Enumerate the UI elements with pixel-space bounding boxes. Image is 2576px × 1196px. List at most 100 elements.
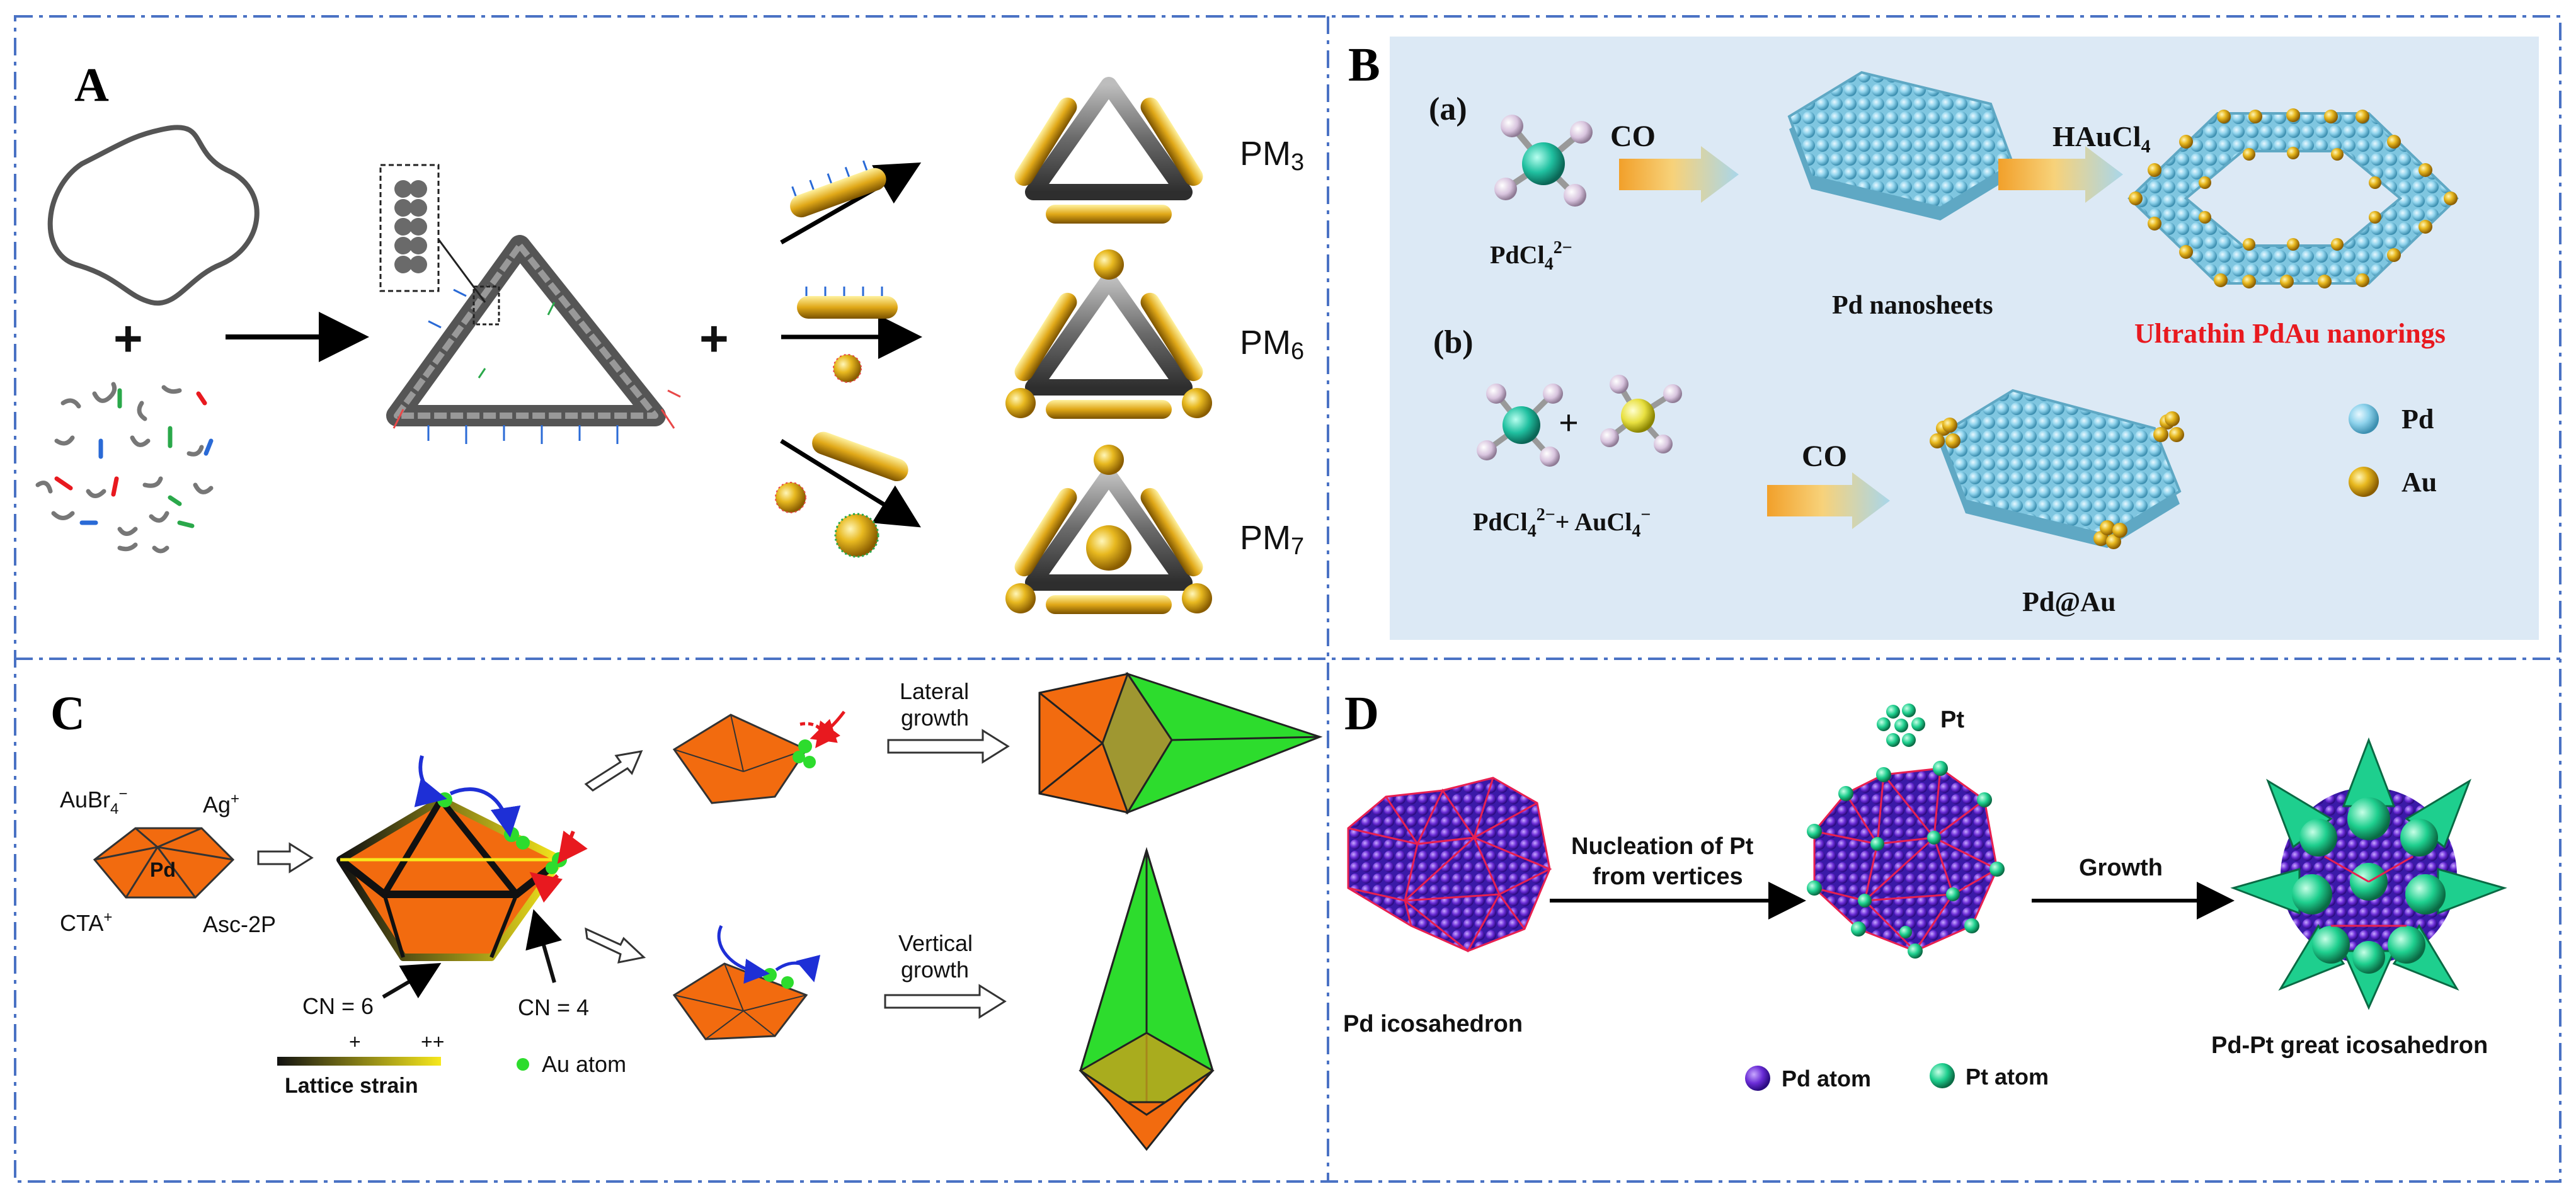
strained-octahedron — [336, 755, 588, 961]
pd-at-au-label: Pd@Au — [2022, 586, 2116, 617]
precursor-b-label: PdCl42−+ AuCl4− — [1473, 505, 1651, 541]
cn4-pointer — [525, 909, 563, 983]
strain-plusplus: ++ — [421, 1030, 444, 1053]
legend-au-label: Au — [2401, 467, 2437, 498]
polymer-loop — [47, 125, 260, 306]
rod-a2-strands — [805, 287, 883, 296]
inset-helix — [394, 180, 427, 273]
tag-a: (a) — [1429, 91, 1467, 127]
pdcl4-label-a: PdCl42− — [1490, 238, 1572, 274]
pdau-nanorings-label: Ultrathin PdAu nanorings — [2134, 318, 2446, 349]
hollow-arrow-c-down — [585, 927, 646, 964]
inset-target — [472, 285, 500, 326]
pm6-structure — [1005, 249, 1212, 419]
arrow-b-co-a — [1619, 146, 1739, 203]
pd-icosahedron-label: Pd icosahedron — [1343, 1011, 1523, 1037]
haucl4-label: HAuCl4 — [2052, 120, 2151, 157]
panel-frames — [14, 15, 2562, 1183]
pd-nanosheets-label: Pd nanosheets — [1832, 291, 1993, 320]
panel-d-letter: D — [1344, 687, 1379, 740]
nucleation-label-1: Nucleation of Pt — [1571, 833, 1754, 860]
arrow-a-pm3 — [780, 162, 922, 245]
strain-label: Lattice strain — [285, 1074, 418, 1098]
rod-a1 — [790, 160, 886, 218]
cta-label: CTA+ — [60, 909, 112, 936]
octahedron-lateral — [672, 710, 845, 804]
label-pm7: PM7 — [1240, 519, 1304, 560]
aubr4-label: AuBr4− — [60, 785, 127, 817]
particle-a2 — [833, 354, 862, 383]
asc-label: Asc-2P — [203, 911, 276, 937]
pd-seed-label: Pd — [150, 858, 176, 881]
vertical-label-2: growth — [901, 957, 969, 982]
panel-b: B (a) PdCl42− CO Pd nanosheets HAuCl4 — [1348, 37, 2539, 640]
hollow-arrow-c-up — [584, 750, 643, 792]
rod-a3 — [812, 431, 908, 482]
label-pm3: PM3 — [1240, 135, 1304, 176]
co-label-a: CO — [1610, 120, 1656, 153]
pd-seed — [93, 827, 235, 899]
pd-at-au — [1930, 389, 2184, 549]
legend-au-swatch — [2349, 467, 2379, 497]
plus-sign-a1: + — [113, 310, 143, 367]
ag-label: Ag+ — [203, 790, 239, 817]
legend-pd-atom-label: Pd atom — [1782, 1066, 1871, 1091]
lateral-label-1: Lateral — [900, 678, 969, 704]
inset-pointer — [437, 239, 486, 303]
hollow-arrow-lateral — [887, 729, 1010, 764]
hollow-arrow-vertical — [884, 984, 1007, 1019]
growth-label: Growth — [2079, 855, 2163, 881]
strain-plus: + — [349, 1030, 361, 1053]
pm7-structure — [1005, 445, 1212, 614]
pdpt-great-icosahedron — [2230, 737, 2507, 1010]
panel-c: C AuBr4− Ag+ Pd CTA+ Asc-2P — [50, 671, 1323, 1151]
strain-bar — [277, 1057, 441, 1066]
rod-a2 — [797, 296, 898, 319]
plus-sign-b: + — [1559, 404, 1579, 443]
lateral-label-2: growth — [901, 705, 969, 731]
origami-triangle — [386, 235, 681, 444]
tag-b: (b) — [1433, 324, 1474, 360]
panel-a-letter: A — [74, 59, 109, 111]
au-atom-swatch — [517, 1058, 529, 1071]
particle-a3b — [834, 513, 879, 558]
cn4-label: CN = 4 — [518, 994, 589, 1020]
arrow-b-co-b — [1767, 472, 1890, 529]
legend-pd-swatch — [2349, 404, 2379, 434]
panel-a: A + — [35, 59, 1304, 614]
pdcl4-molecule-b — [1477, 384, 1563, 467]
legend-pd-atom-swatch — [1745, 1066, 1770, 1091]
arrow-a-pm7 — [780, 439, 921, 528]
hollow-arrow-c1 — [257, 842, 314, 874]
lateral-product — [1038, 671, 1323, 815]
panel-b-letter: B — [1348, 38, 1380, 91]
label-pm6: PM6 — [1240, 324, 1304, 365]
arrow-b-haucl4 — [1998, 146, 2123, 203]
pm3-structure — [1014, 77, 1203, 224]
pd-icosahedron-pt-nuclei — [1807, 761, 2005, 959]
pt-label: Pt — [1940, 707, 1964, 733]
pdcl4-molecule-a — [1494, 115, 1593, 207]
nucleation-label-2: from vertices — [1593, 863, 1743, 890]
pd-nanosheet — [1787, 71, 2015, 220]
legend-pt-atom-swatch — [1930, 1063, 1955, 1088]
aucl4-molecule — [1600, 375, 1682, 453]
legend-pt-atom-label: Pt atom — [1966, 1064, 2049, 1090]
legend-pd-label: Pd — [2401, 404, 2434, 435]
au-atom-label: Au atom — [542, 1051, 626, 1077]
co-label-b: CO — [1802, 440, 1847, 473]
vertical-label-1: Vertical — [898, 930, 973, 956]
pt-cluster — [1877, 703, 1925, 747]
cn6-pointer — [382, 962, 442, 999]
pdau-nanoring — [2127, 108, 2459, 288]
pdpt-label: Pd-Pt great icosahedron — [2211, 1032, 2488, 1059]
panel-d: D Pd icosahedron Nucleation of Pt from v… — [1343, 687, 2507, 1091]
plus-sign-a2: + — [699, 310, 729, 367]
pd-icosahedron — [1347, 777, 1552, 953]
cn6-label: CN = 6 — [302, 993, 374, 1019]
octahedron-vertical — [672, 925, 821, 1040]
vertical-product — [1079, 846, 1215, 1151]
dna-strands — [35, 382, 214, 554]
panel-c-letter: C — [50, 687, 85, 740]
